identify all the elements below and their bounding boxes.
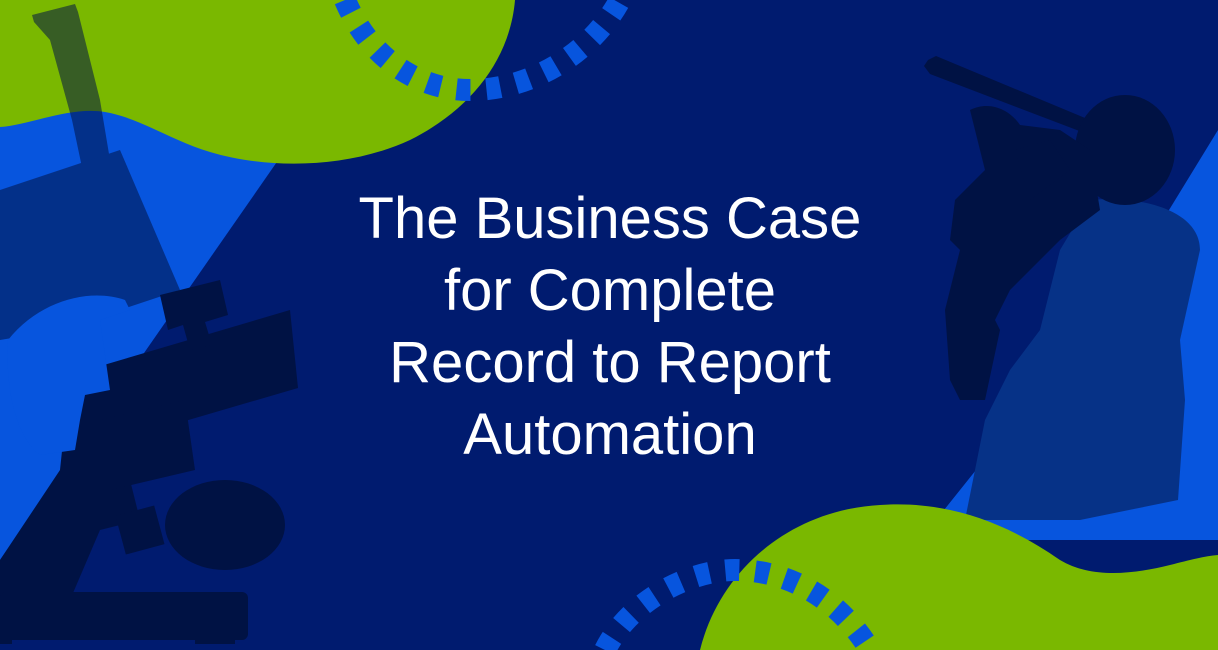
microscope-dish-shape (7, 295, 131, 455)
title-line-2: for Complete (443, 258, 777, 323)
title-line-3: Record to Report (389, 330, 831, 395)
bottom-right-green-blob (700, 504, 1218, 650)
microscope-silhouette-icon (0, 4, 180, 340)
top-dashed-arc-icon (334, 0, 630, 102)
top-left-green-blob (0, 0, 515, 164)
title-line-1: The Business Case (358, 186, 862, 251)
page-title: The Business Case for Complete Record to… (280, 183, 940, 471)
telescope-person-silhouette-icon (924, 56, 1175, 400)
person-body-shape (965, 199, 1200, 521)
title-line-4: Automation (463, 402, 757, 467)
bottom-dashed-arc-icon (595, 558, 880, 650)
